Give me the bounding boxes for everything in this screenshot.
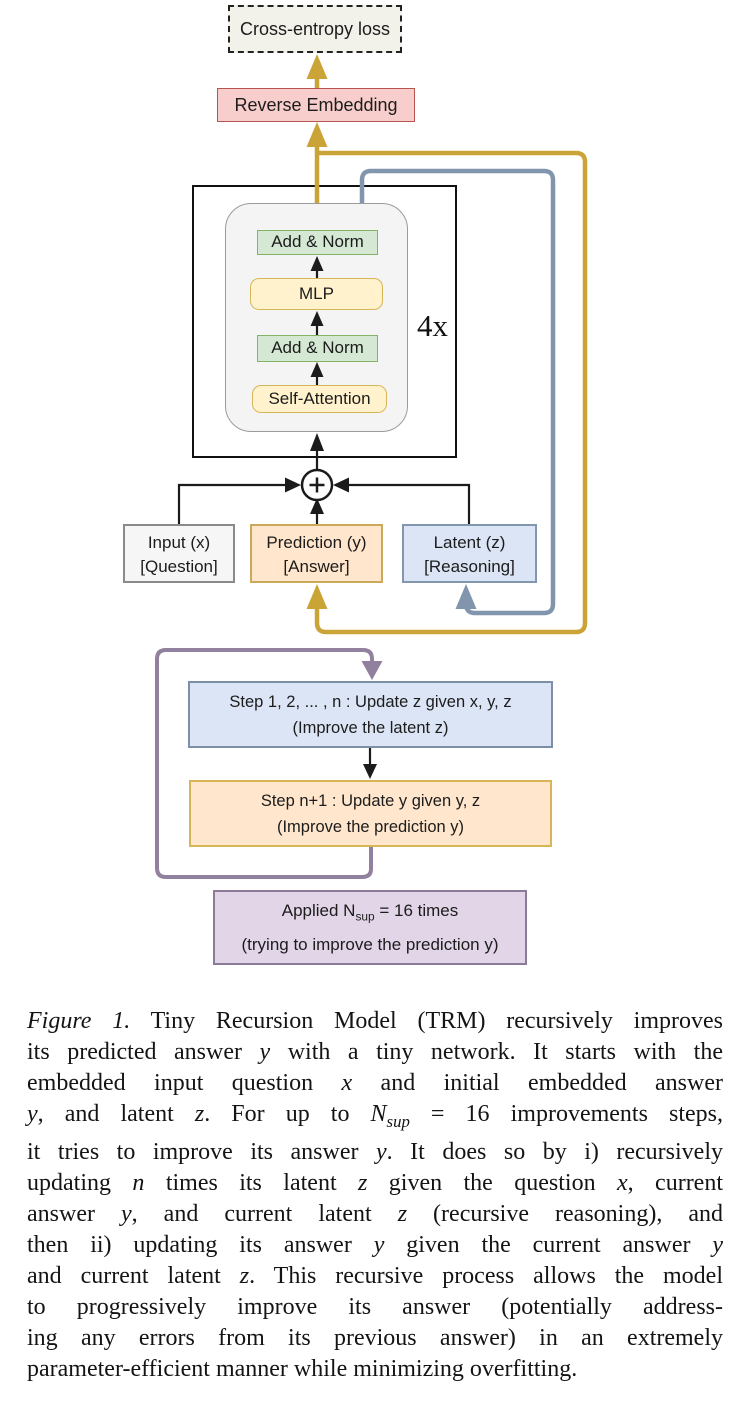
self-attention-box: Self-Attention <box>252 385 387 413</box>
applied-nsup-sub: sup <box>355 909 375 924</box>
step-update-z-line2: (Improve the latent z) <box>292 718 449 737</box>
applied-nsup-pre: Applied N <box>281 901 356 921</box>
caption-line: parameter-efficient manner while minimiz… <box>27 1355 578 1382</box>
applied-nsup-post: = 16 times <box>374 901 459 921</box>
latent-sublabel: [Reasoning] <box>424 556 515 576</box>
caption-line: to progressively improve its answer (pot… <box>27 1293 723 1320</box>
sum-node <box>300 468 334 502</box>
add-norm-top-box: Add & Norm <box>257 230 378 255</box>
step-update-z-box: Step 1, 2, ... , n : Update z given x, y… <box>188 681 553 748</box>
caption-line: and current latent z. This recursive pro… <box>27 1262 723 1289</box>
add-norm-bottom-box: Add & Norm <box>257 335 378 362</box>
prediction-box: Prediction (y) [Answer] <box>250 524 383 583</box>
cross-entropy-loss-label: Cross-entropy loss <box>239 18 391 39</box>
caption-line: y, and latent z. For up to Nsup = 16 imp… <box>27 1101 724 1131</box>
caption-line: ing any errors from its previous answer)… <box>27 1324 723 1351</box>
self-attention-label: Self-Attention <box>268 388 371 408</box>
plus-icon <box>309 477 325 493</box>
prediction-sublabel: [Answer] <box>283 556 350 576</box>
prediction-label: Prediction (y) <box>266 532 367 552</box>
add-norm-top-label: Add & Norm <box>271 232 364 252</box>
repeat-count-label: 4x <box>417 308 448 343</box>
applied-nsup-line2: (trying to improve the prediction y) <box>241 934 499 954</box>
connector-layer <box>155 54 588 879</box>
caption-line: it tries to improve its answer y. It doe… <box>27 1138 723 1165</box>
step-update-y-box: Step n+1 : Update y given y, z (Improve … <box>189 780 552 847</box>
applied-nsup-line1: Applied Nsup = 16 times <box>282 897 459 930</box>
latent-label: Latent (z) <box>433 532 506 552</box>
mlp-label: MLP <box>299 283 334 303</box>
reverse-embedding-box: Reverse Embedding <box>217 88 415 122</box>
cross-entropy-loss-box: Cross-entropy loss <box>228 5 402 53</box>
latent-loop-arrowhead <box>455 584 477 609</box>
figure-caption: Figure 1. Tiny Recursion Model (TRM) rec… <box>27 1006 723 1385</box>
step-update-z-line1: Step 1, 2, ... , n : Update z given x, y… <box>229 692 512 711</box>
mlp-box: MLP <box>250 278 383 310</box>
recursion-loop-arrowhead <box>361 661 383 680</box>
input-label: Input (x) <box>147 532 211 552</box>
applied-nsup-box: Applied Nsup = 16 times (trying to impro… <box>213 890 527 965</box>
reverse-embedding-label: Reverse Embedding <box>234 94 398 115</box>
caption-line: answer y, and current latent z (recursiv… <box>27 1200 724 1227</box>
step-update-y-line2: (Improve the prediction y) <box>276 817 465 836</box>
caption-line: embedded input question x and initial em… <box>27 1070 723 1096</box>
caption-line: then ii) updating its answer y given the… <box>27 1231 723 1258</box>
caption-line: Figure 1. Tiny Recursion Model (TRM) rec… <box>27 1008 723 1034</box>
input-box: Input (x) [Question] <box>123 524 235 583</box>
caption-line: its predicted answer y with a tiny netwo… <box>27 1039 723 1065</box>
input-sublabel: [Question] <box>140 556 218 576</box>
caption-line: updating n times its latent z given the … <box>27 1169 724 1196</box>
add-norm-bottom-label: Add & Norm <box>271 338 364 358</box>
latent-box: Latent (z) [Reasoning] <box>402 524 537 583</box>
step-update-y-line1: Step n+1 : Update y given y, z <box>260 791 481 810</box>
